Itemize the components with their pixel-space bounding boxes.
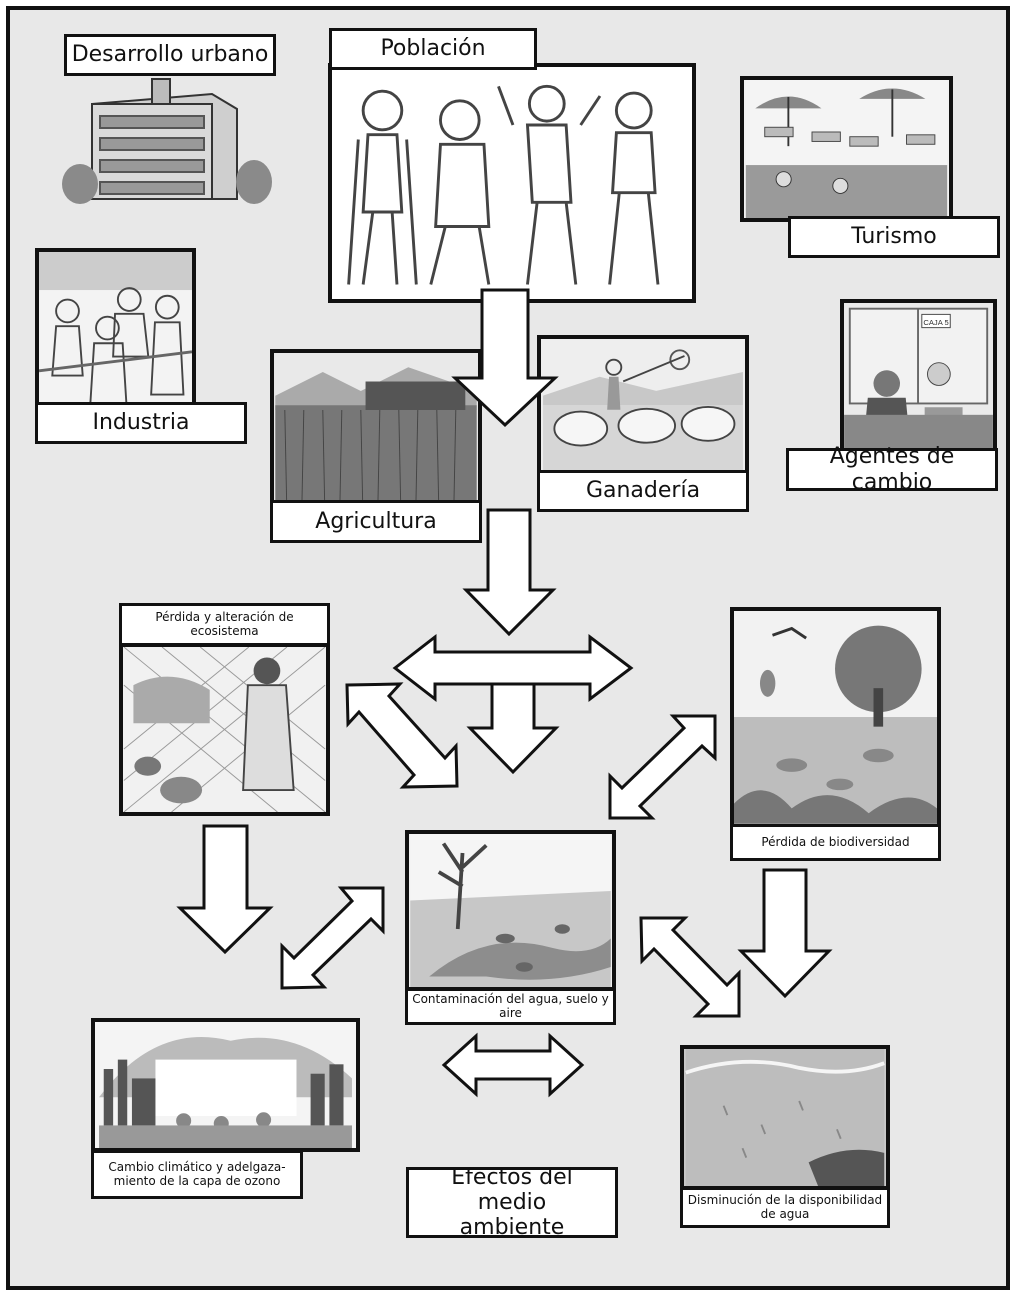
counter-sign: CAJA 5 [923,318,948,327]
pollution-water-double-arrow [639,916,741,1018]
livestock-sheep-illustration [537,335,749,475]
bottom-horizontal-double-arrow [441,1032,585,1098]
biodiversity-loss-illustration [730,607,941,828]
ecosystem-pollution-double-arrow [345,682,459,789]
agents-of-change-label: Agentes de cambio [786,444,998,495]
ecosystem-climate-down-arrow [176,824,274,955]
climate-change-label: Cambio climático y adelgaza-miento de la… [91,1150,303,1199]
ecosystem-loss-illustration [119,643,330,816]
center-down-arrow [466,682,560,775]
livestock-label: Ganadería [537,470,749,512]
agriculture-field-illustration [270,349,482,509]
climate-pollution-double-arrow [280,886,385,990]
population-label: Población [329,28,537,70]
pollution-illustration [405,830,616,991]
tourism-label: Turismo [788,216,1000,258]
horizontal-double-arrow [392,633,634,703]
tourism-beach-illustration [740,76,953,222]
biodiversity-loss-label: Pérdida de biodiversidad [730,824,941,861]
population-down-arrow [451,288,559,428]
climate-change-illustration [91,1018,360,1152]
environment-effects-title: Efectos del medio ambiente [406,1165,618,1240]
urban-building-illustration [62,74,272,204]
urban-development-label: Desarrollo urbano [64,34,276,76]
drivers-down-arrow [462,508,557,637]
biodiversity-pollution-double-arrow [608,714,717,820]
agriculture-label: Agricultura [270,500,482,543]
biodiversity-water-down-arrow [737,868,833,999]
pollution-label: Contaminación del agua, suelo y aire [405,988,616,1025]
ecosystem-loss-label: Pérdida y alteración de ecosistema [119,603,330,646]
industry-label: Industria [35,402,247,444]
agents-of-change-illustration: CAJA 5 [840,299,997,452]
water-availability-label: Disminución de la disponibilidad de agua [680,1187,890,1228]
